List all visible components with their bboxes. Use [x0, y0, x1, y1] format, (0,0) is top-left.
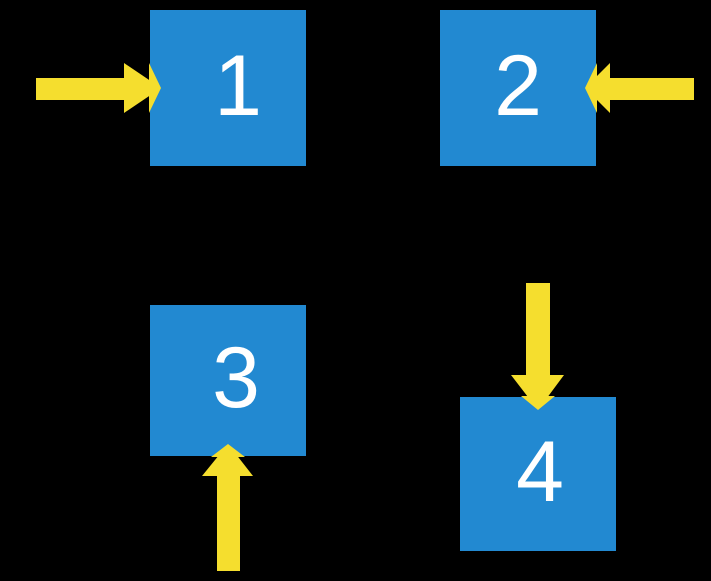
arrow-into-node-1[interactable] — [36, 63, 161, 113]
arrowhead-tip-node-4[interactable] — [521, 396, 555, 410]
arrow-into-node-2[interactable] — [585, 63, 694, 113]
node-box-3[interactable]: 3 — [150, 305, 306, 456]
node-box-2[interactable]: 2 — [440, 10, 596, 166]
arrowhead-tip-node-2[interactable] — [585, 63, 597, 113]
node-label-4: 4 — [516, 424, 564, 520]
node-label-1: 1 — [214, 38, 262, 134]
node-label-3: 3 — [212, 329, 260, 426]
arrowhead-tip-node-3[interactable] — [211, 444, 245, 457]
arrowhead-tip-node-1[interactable] — [149, 63, 161, 113]
node-box-4[interactable]: 4 — [460, 397, 616, 551]
node-label-2: 2 — [494, 38, 542, 134]
arrow-into-node-4[interactable] — [511, 283, 564, 410]
arrow-into-node-3[interactable] — [202, 444, 253, 571]
node-box-1[interactable]: 1 — [150, 10, 306, 166]
